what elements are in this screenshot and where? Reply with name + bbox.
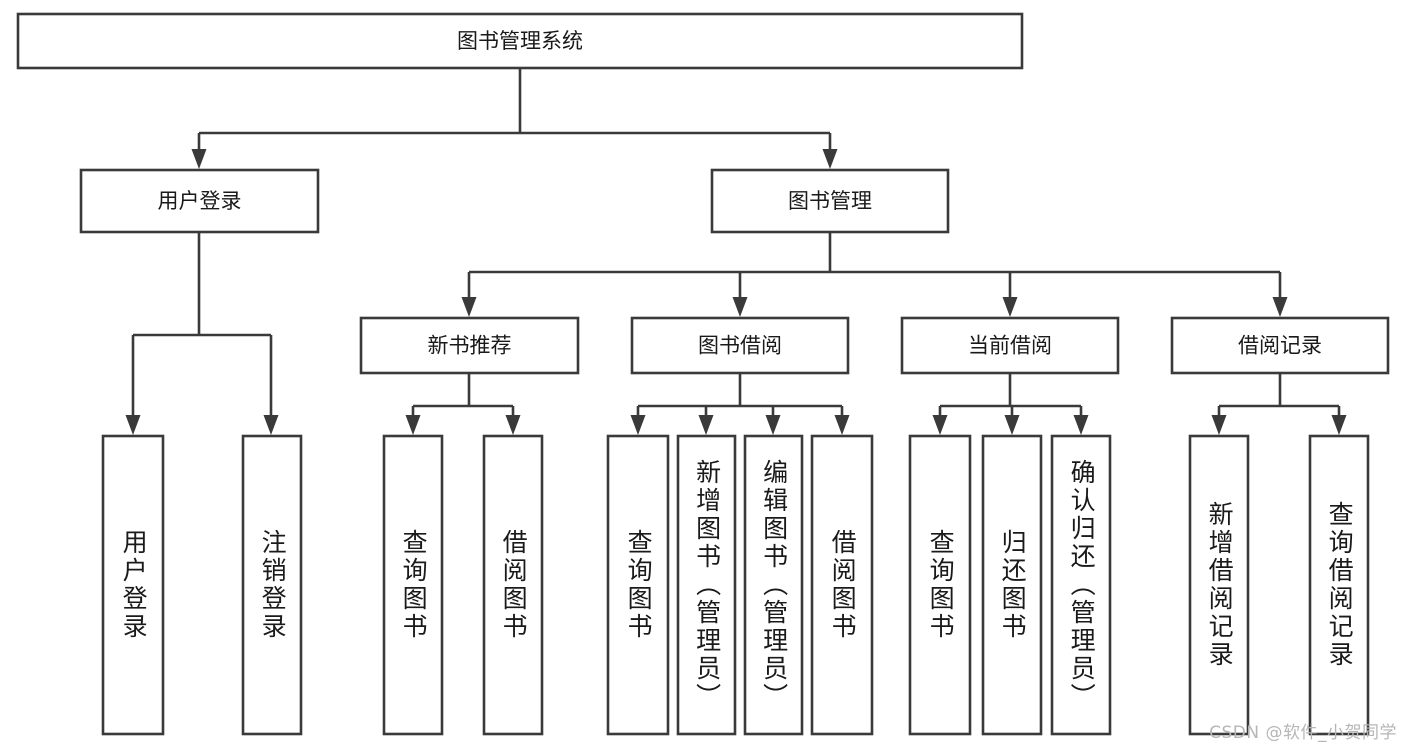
level2-node-1-label: 图书管理	[788, 189, 872, 213]
leaf-node-6-box[interactable]	[743, 434, 804, 736]
level3-node-2-box[interactable]	[900, 316, 1120, 375]
level3-node-1-box[interactable]	[630, 316, 850, 375]
leaf-node-8-box[interactable]	[908, 434, 972, 736]
level3-node-3-box[interactable]	[1170, 316, 1390, 375]
arrow-head-icon	[191, 149, 207, 169]
leaf-node-9-box[interactable]	[981, 434, 1043, 736]
arrow-head-icon	[263, 415, 279, 435]
level2-node-0-label: 用户登录	[158, 189, 242, 213]
arrow-head-icon	[932, 415, 948, 435]
level3-node-0-label: 新书推荐	[428, 334, 512, 358]
connectors-layer	[125, 68, 1347, 435]
leaf-node-4-box[interactable]	[606, 434, 670, 736]
arrow-head-icon	[1073, 415, 1089, 435]
leaf-node-7-box[interactable]	[810, 434, 874, 736]
leaf-node-11-box[interactable]	[1188, 434, 1250, 736]
watermark: CSDN @软件_小贺同学	[1209, 723, 1397, 743]
leaf-node-10-box[interactable]	[1050, 434, 1112, 736]
arrow-head-icon	[1211, 415, 1227, 435]
arrow-head-icon	[1331, 415, 1347, 435]
arrow-head-icon	[822, 149, 838, 169]
arrow-head-icon	[461, 297, 477, 317]
arrow-head-icon	[834, 415, 850, 435]
arrow-head-icon	[1004, 415, 1020, 435]
level3-node-1-label: 图书借阅	[698, 334, 782, 358]
level3-node-3-label: 借阅记录	[1238, 334, 1322, 358]
arrow-head-icon	[732, 297, 748, 317]
root-node-box[interactable]	[16, 12, 1024, 70]
root-node-label: 图书管理系统	[457, 29, 583, 53]
leaf-node-3-box[interactable]	[482, 434, 544, 736]
level2-node-1-box[interactable]	[710, 168, 950, 234]
leaf-node-2-box[interactable]	[382, 434, 444, 736]
arrow-head-icon	[1272, 297, 1288, 317]
arrow-head-icon	[765, 415, 781, 435]
level3-node-2-label: 当前借阅	[968, 334, 1052, 358]
arrow-head-icon	[1002, 297, 1018, 317]
level3-node-0-box[interactable]	[359, 316, 580, 375]
leaf-node-0-box[interactable]	[101, 434, 165, 736]
arrow-head-icon	[125, 415, 141, 435]
leaf-node-12-box[interactable]	[1308, 434, 1370, 736]
arrow-head-icon	[630, 415, 646, 435]
arrow-head-icon	[405, 415, 421, 435]
leaf-node-5-box[interactable]	[676, 434, 737, 736]
leaf-node-1-box[interactable]	[241, 434, 303, 736]
level2-node-0-box[interactable]	[79, 168, 320, 234]
arrow-head-icon	[698, 415, 714, 435]
arrow-head-icon	[505, 415, 521, 435]
